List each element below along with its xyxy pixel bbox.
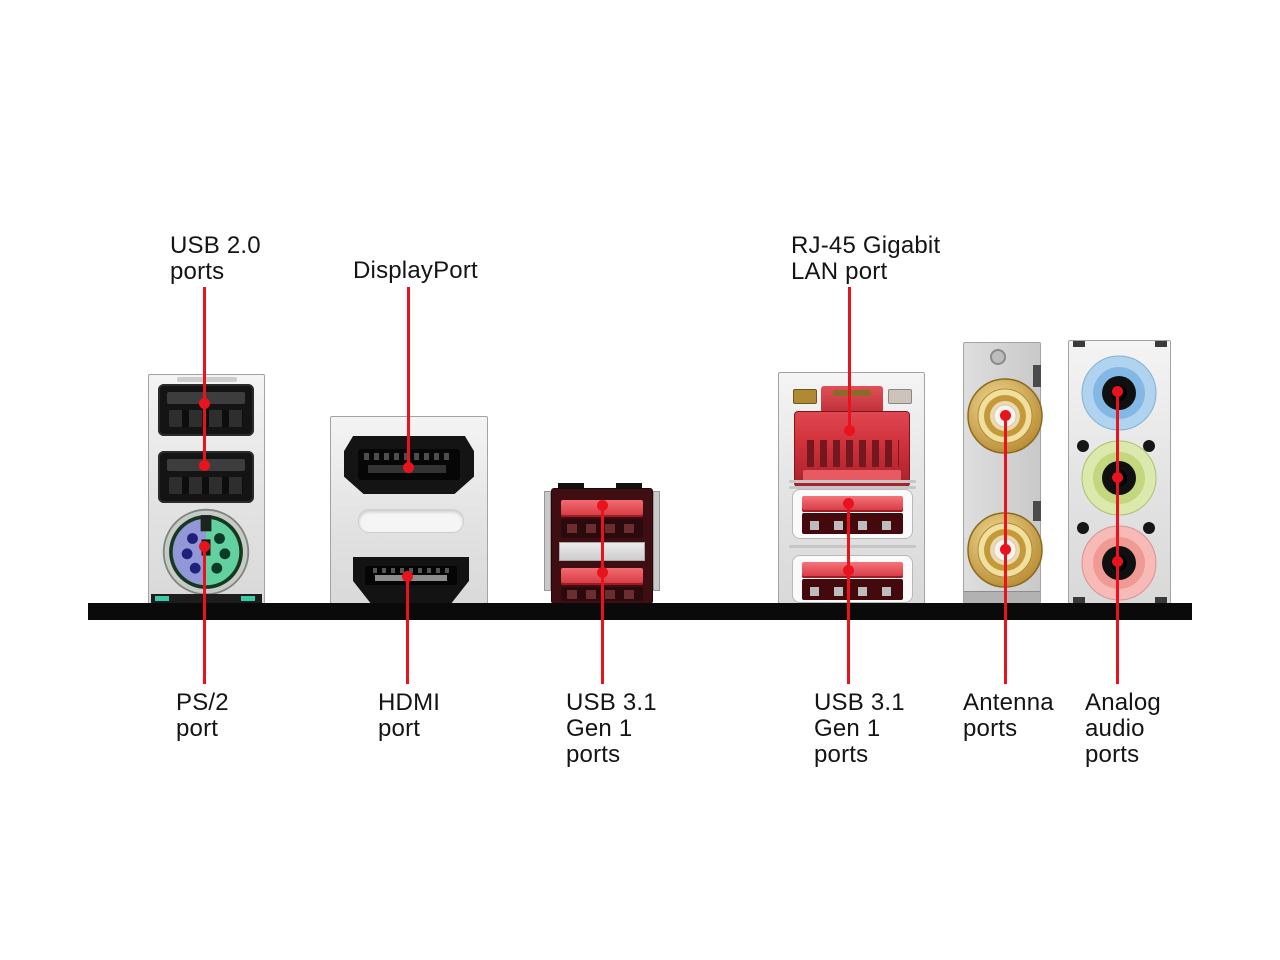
label-usb31-left: USB 3.1 Gen 1 ports — [566, 689, 657, 768]
label-lan-port: RJ-45 Gigabit LAN port — [791, 232, 941, 285]
callout-line-usb2 — [203, 287, 206, 465]
usb-cavity — [802, 579, 903, 600]
rj45-latch — [821, 386, 883, 413]
lan-led-gray — [888, 389, 912, 404]
callout-line-displayport — [407, 287, 410, 467]
callout-dot — [843, 565, 854, 576]
usb2-ps2-bracket — [148, 374, 265, 604]
callout-dot — [1112, 556, 1123, 567]
pcb-pad — [241, 596, 255, 601]
mount-clip — [653, 491, 660, 591]
callout-dot — [1000, 410, 1011, 421]
bracket-slot — [789, 486, 916, 489]
housing-cap — [558, 483, 584, 491]
callout-dot — [403, 462, 414, 473]
bracket-lip — [177, 377, 237, 382]
hdmi-pins — [373, 568, 449, 573]
screw-dot — [1077, 522, 1089, 534]
bracket-notch — [1033, 501, 1041, 521]
usb-pins — [810, 521, 896, 530]
callout-line-ps2 — [203, 546, 206, 684]
rj45-bottom-bar — [803, 470, 901, 482]
mount-clip — [544, 491, 551, 591]
pcb-edge — [151, 594, 262, 603]
usb-pins — [169, 477, 243, 494]
mic-in-jack-icon — [1081, 525, 1157, 601]
label-hdmi-port: HDMI port — [378, 689, 441, 742]
usb31-port-icon — [792, 489, 913, 539]
screw-dot — [1077, 440, 1089, 452]
label-antenna-ports: Antenna ports — [963, 689, 1054, 742]
callout-dot — [199, 398, 210, 409]
usb2-port-icon — [158, 451, 254, 503]
screw-dot — [1143, 522, 1155, 534]
usb-pins — [169, 410, 243, 427]
rj45-pins — [807, 440, 899, 467]
label-displayport: DisplayPort — [353, 257, 478, 284]
callout-line-usb31-right — [847, 503, 850, 684]
bracket-tab — [1155, 597, 1167, 603]
rj45-body — [794, 411, 910, 487]
rj45-port-icon — [793, 385, 912, 497]
housing-cap — [616, 483, 642, 491]
bracket-tab — [1073, 597, 1085, 603]
usb31-port-icon — [792, 555, 913, 603]
label-audio-ports: Analog audio ports — [1085, 689, 1161, 768]
callout-dot — [1112, 472, 1123, 483]
io-shield-baseline — [88, 603, 1192, 620]
callout-dot — [1000, 544, 1011, 555]
label-usb31-right: USB 3.1 Gen 1 ports — [814, 689, 905, 768]
lan-led-amber — [793, 389, 817, 404]
callout-line-audio — [1116, 391, 1119, 684]
callout-dot — [597, 500, 608, 511]
callout-dot — [199, 541, 210, 552]
screw-dot — [1143, 440, 1155, 452]
usb2-port-icon — [158, 384, 254, 436]
bracket-base — [964, 591, 1040, 605]
bracket-notch — [1033, 365, 1041, 387]
screw-hole — [990, 349, 1006, 365]
callout-dot — [199, 460, 210, 471]
bracket-emboss — [358, 509, 464, 533]
bracket-slot — [789, 545, 916, 548]
usb-cavity — [802, 513, 903, 534]
label-usb2-ports: USB 2.0 ports — [170, 232, 261, 285]
bracket-tab — [1073, 341, 1085, 347]
bracket-slot — [789, 480, 916, 483]
callout-line-hdmi — [406, 576, 409, 684]
rj45-contact-strip — [833, 390, 871, 396]
callout-dot — [597, 567, 608, 578]
antenna-bracket — [963, 342, 1043, 605]
callout-dot — [843, 498, 854, 509]
usb-pins — [810, 587, 896, 596]
ps2-port-icon — [162, 508, 250, 596]
callout-dot — [402, 571, 413, 582]
pcb-pad — [155, 596, 169, 601]
label-ps2-port: PS/2 port — [176, 689, 229, 742]
bracket-tab — [1155, 341, 1167, 347]
callout-line-lan — [848, 287, 851, 430]
callout-dot — [1112, 386, 1123, 397]
callout-dot — [844, 425, 855, 436]
callout-line-usb31-left — [601, 505, 604, 684]
